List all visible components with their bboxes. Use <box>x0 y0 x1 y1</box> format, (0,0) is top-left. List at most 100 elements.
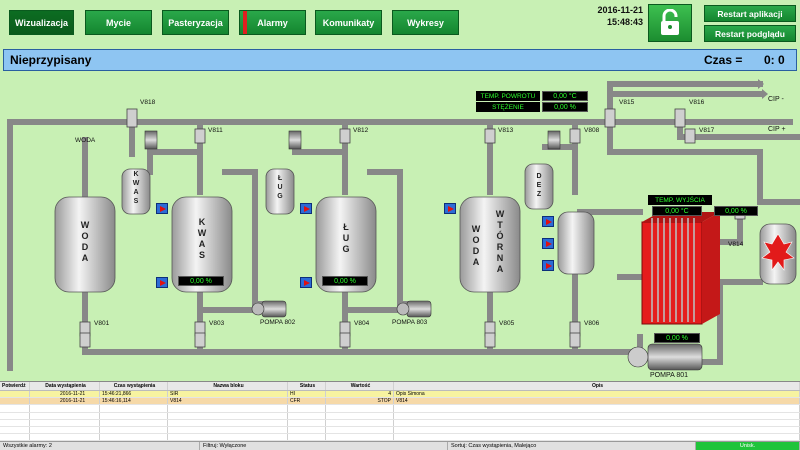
tank-kwas-small-label: K W A S <box>132 171 140 205</box>
tank-right <box>557 211 595 275</box>
valve-v818-label: V818 <box>140 99 156 106</box>
table-row-empty <box>0 412 800 420</box>
tank-lug-small <box>265 168 295 215</box>
tab-label: Alarmy <box>257 17 288 28</box>
valve-v806-label: V806 <box>584 320 600 327</box>
tab-alarmy[interactable]: Alarmy <box>239 10 306 35</box>
table-row[interactable]: 2016-11-21 15:46:16,114 V814 CFR STOP V8… <box>0 398 800 406</box>
woda-inlet-label: WODA <box>75 137 96 144</box>
date-display: 2016-11-21 <box>597 5 643 15</box>
tank-lug <box>315 196 377 293</box>
tank-dez-small <box>524 163 554 210</box>
col-data[interactable]: Data wystąpienia <box>30 382 100 390</box>
tab-komunikaty[interactable]: Komunikaty <box>315 10 382 35</box>
valve-v815-label: V815 <box>619 99 635 106</box>
pipe-network <box>7 79 800 371</box>
czas-label: Czas = <box>704 53 743 67</box>
restart-app-button[interactable]: Restart aplikacji <box>704 5 796 22</box>
tank-woda-label: W O D A <box>80 220 90 263</box>
tank-lug-label: Ł U G <box>342 222 350 254</box>
valve-v813-label: V813 <box>498 127 514 134</box>
lock-button[interactable] <box>648 4 692 42</box>
pompa-801 <box>647 343 703 371</box>
pompa-801-label: POMPA 801 <box>650 372 689 379</box>
tank-woda-wtorna-label-2: W T Ó R N A <box>495 209 505 274</box>
unlock-icon <box>661 9 679 35</box>
valve-v805-label: V805 <box>499 320 515 327</box>
tank-lug-small-label: Ł U G <box>277 175 283 200</box>
tab-label: Mycie <box>105 17 131 28</box>
valve-v803-label: V803 <box>209 320 225 327</box>
valve-v816-label: V816 <box>689 99 705 106</box>
col-wartosc[interactable]: Wartość <box>326 382 394 390</box>
pompa-802 <box>261 300 287 318</box>
pompa-803 <box>406 300 432 318</box>
alarm-table-header: Potwierdź Data wystąpienia Czas wystąpie… <box>0 382 800 391</box>
lug-level-button[interactable] <box>300 277 312 288</box>
tab-label: Wykresy <box>407 17 444 28</box>
valve-v804-label: V804 <box>354 320 370 327</box>
kwas-dose-button[interactable] <box>156 203 168 214</box>
tank-woda-wtorna-label-1: W O D A <box>471 224 481 267</box>
valve-v811-label: V811 <box>208 127 223 134</box>
pompa801-percent: 0,00 % <box>654 333 700 343</box>
program-title-bar: Nieprzypisany Czas = 0: 0 <box>3 49 797 71</box>
valve-v808-label: V808 <box>584 127 600 134</box>
col-status[interactable]: Status <box>288 382 326 390</box>
alarm-sort[interactable]: Sortuj: Czas wystąpienia, Malejąco <box>448 441 696 450</box>
tank-kwas-small <box>121 168 151 215</box>
valve-v812-label: V812 <box>353 127 369 134</box>
col-opis[interactable]: Opis <box>394 382 800 390</box>
czas-value: 0: 0 <box>764 53 785 67</box>
program-name: Nieprzypisany <box>10 53 92 67</box>
cip-plus-label: CIP + <box>768 126 786 133</box>
lug-dose-button[interactable] <box>300 203 312 214</box>
table-row-empty <box>0 405 800 413</box>
time-display: 15:48:43 <box>606 17 643 27</box>
v814-percent: 0,00 % <box>714 206 758 216</box>
alarm-indicator <box>243 11 247 34</box>
tab-wykresy[interactable]: Wykresy <box>392 10 459 35</box>
col-czas[interactable]: Czas wystąpienia <box>100 382 168 390</box>
alarm-filter[interactable]: Filtruj: Wyłączone <box>200 441 448 450</box>
cip-minus-label: CIP - <box>768 96 784 103</box>
tab-label: Pasteryzacja <box>168 17 223 28</box>
kwas-level-button[interactable] <box>156 277 168 288</box>
col-potwierdz[interactable]: Potwierdź <box>0 382 30 390</box>
valve-v814-label: V814 <box>728 241 744 248</box>
alarm-action-button[interactable]: Unisk. <box>696 441 800 450</box>
dez-dose-button-3[interactable] <box>542 260 554 271</box>
heat-exchanger <box>641 212 720 325</box>
tank-woda-wtorna <box>459 196 521 293</box>
table-row[interactable]: 2016-11-21 15:46:21,866 SIR HI 4 Opis Si… <box>0 391 800 399</box>
stezenie-label: STĘŻENIE <box>476 102 540 112</box>
woda-wtorna-dose-button[interactable] <box>444 203 456 214</box>
dez-dose-button-1[interactable] <box>542 216 554 227</box>
tab-pasteryzacja[interactable]: Pasteryzacja <box>162 10 229 35</box>
table-row-empty <box>0 426 800 435</box>
lug-level-value: 0,00 % <box>322 276 368 286</box>
temp-wyjscia-value: 0,00 °C <box>652 206 702 216</box>
tab-wizualizacja[interactable]: Wizualizacja <box>9 10 74 35</box>
alarm-count: Wszystkie alarmy: 2 <box>0 441 200 450</box>
valve-v817-label: V817 <box>699 127 715 134</box>
tank-kwas-label: K W A S <box>197 217 207 260</box>
tab-label: Wizualizacja <box>15 17 68 28</box>
col-nazwa[interactable]: Nazwa bloku <box>168 382 288 390</box>
dez-dose-button-2[interactable] <box>542 238 554 249</box>
temp-powrotu-label: TEMP. POWROTU <box>476 91 540 101</box>
tab-mycie[interactable]: Mycie <box>85 10 152 35</box>
table-row-empty <box>0 419 800 427</box>
kwas-level-value: 0,00 % <box>178 276 224 286</box>
pompa-803-label: POMPA 803 <box>392 319 428 326</box>
stezenie-value: 0,00 % <box>542 102 588 112</box>
alarm-table: Potwierdź Data wystąpienia Czas wystąpie… <box>0 381 800 442</box>
tank-kwas <box>171 196 233 293</box>
valve-v801-label: V801 <box>94 320 110 327</box>
temp-wyjscia-label: TEMP. WYJŚCIA <box>648 195 712 205</box>
pompa-802-label: POMPA 802 <box>260 319 296 326</box>
alarm-status-bar: Wszystkie alarmy: 2 Filtruj: Wyłączone S… <box>0 441 800 450</box>
restart-preview-button[interactable]: Restart podglądu <box>704 25 796 42</box>
process-diagram: W O D A K W A S Ł U G W O D A W T Ó R N … <box>0 72 800 380</box>
tank-woda <box>54 196 116 293</box>
